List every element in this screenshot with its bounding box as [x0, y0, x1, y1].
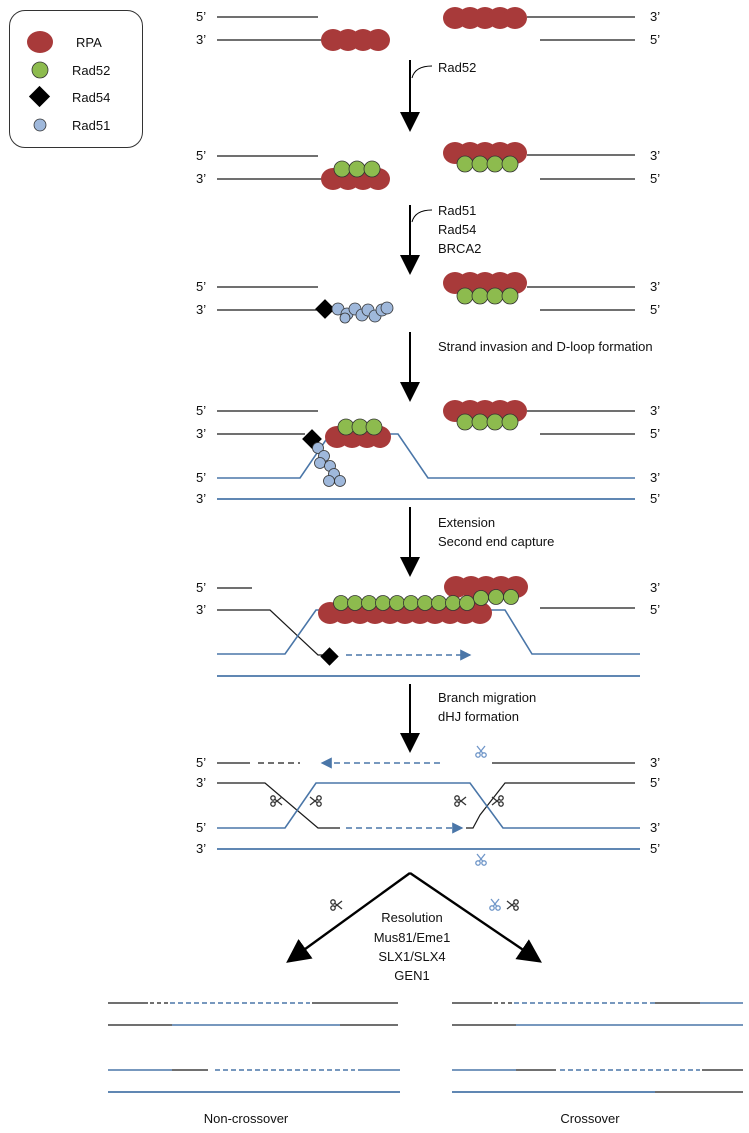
- step-label: Strand invasion and D-loop formation: [438, 339, 653, 354]
- end-label: 3’: [650, 279, 660, 294]
- end-label: 3’: [196, 491, 206, 506]
- stage-1-resected-dsb: [217, 16, 635, 41]
- rad54-icon: [315, 299, 335, 319]
- end-label: 5’: [196, 580, 206, 595]
- step-label: Resolution: [381, 910, 442, 925]
- rad52-cluster: [456, 287, 519, 305]
- step-label: Mus81/Eme1: [374, 930, 451, 945]
- step-label: GEN1: [394, 968, 429, 983]
- end-label: 5’: [650, 302, 660, 317]
- end-label: 5’: [650, 171, 660, 186]
- label-leader: [411, 65, 433, 79]
- step-label: SLX1/SLX4: [378, 949, 445, 964]
- end-label: 5’: [196, 9, 206, 24]
- legend-label-rad54: Rad54: [72, 90, 110, 105]
- end-label: 3’: [196, 171, 206, 186]
- rad51-filament: [312, 442, 346, 487]
- outcome-label-crossover: Crossover: [560, 1111, 620, 1126]
- stage-2-rad52-loading: [217, 154, 635, 180]
- resolution-arrow-right: [409, 872, 542, 963]
- end-label: 3’: [196, 775, 206, 790]
- non-crossover-product: [108, 1002, 400, 1093]
- scissors-icon: [489, 898, 501, 911]
- resolution-arrow-left: [286, 872, 411, 963]
- step-label: dHJ formation: [438, 709, 519, 724]
- legend-label-rad51: Rad51: [72, 118, 110, 133]
- end-label: 3’: [650, 403, 660, 418]
- end-label: 3’: [650, 9, 660, 24]
- end-label: 5’: [650, 491, 660, 506]
- legend-entry-rad52: Rad52: [31, 61, 110, 79]
- end-label: 3’: [650, 580, 660, 595]
- end-label: 5’: [650, 602, 660, 617]
- end-label: 5’: [196, 403, 206, 418]
- rpa-icon: [27, 31, 53, 53]
- end-label: 3’: [650, 820, 660, 835]
- end-label: 5’: [650, 775, 660, 790]
- stage-3-rad51-filament: [217, 286, 635, 311]
- scissors-icon: [309, 795, 322, 807]
- outcome-label-non-crossover: Non-crossover: [204, 1111, 289, 1126]
- rad52-cluster: [337, 413, 519, 436]
- end-label: 3’: [196, 602, 206, 617]
- legend-entry-rad51: Rad51: [33, 118, 110, 133]
- end-label: 5’: [196, 820, 206, 835]
- end-label: 5’: [650, 841, 660, 856]
- end-label: 3’: [196, 841, 206, 856]
- step-label: Rad52: [438, 60, 476, 75]
- end-label: 3’: [196, 32, 206, 47]
- label-leader: [411, 209, 433, 223]
- rpa-cluster: [321, 7, 527, 51]
- scissors-icon: [475, 745, 487, 758]
- step-label: Rad54: [438, 222, 476, 237]
- end-label: 5’: [650, 32, 660, 47]
- step-label: Second end capture: [438, 534, 554, 549]
- step-label: Extension: [438, 515, 495, 530]
- step-label: BRCA2: [438, 241, 481, 256]
- end-label: 5’: [196, 755, 206, 770]
- rad51-icon: [33, 118, 47, 132]
- legend-label-rad52: Rad52: [72, 63, 110, 78]
- end-label: 3’: [650, 755, 660, 770]
- rad51-filament: [331, 301, 394, 324]
- stage-6-double-holliday-junction: [217, 757, 640, 850]
- rad52-cluster: [333, 155, 519, 178]
- end-label: 3’: [196, 426, 206, 441]
- rad52-cluster: [333, 589, 519, 611]
- end-label: 5’: [196, 148, 206, 163]
- scissors-icon: [454, 795, 467, 807]
- end-label: 3’: [650, 470, 660, 485]
- end-label: 5’: [196, 470, 206, 485]
- end-label: 3’: [650, 148, 660, 163]
- rad54-icon: [28, 85, 51, 108]
- step-label: Branch migration: [438, 690, 536, 705]
- legend-entry-rad54: Rad54: [28, 85, 110, 108]
- legend-label-rpa: RPA: [76, 35, 102, 50]
- crossover-product: [452, 1002, 743, 1093]
- end-label: 5’: [650, 426, 660, 441]
- scissors-icon: [330, 899, 343, 911]
- stage-4-d-loop: [217, 410, 635, 500]
- end-label: 3’: [196, 302, 206, 317]
- rad54-icon: [320, 647, 339, 666]
- scissors-icon: [506, 899, 519, 911]
- end-label: 5’: [196, 279, 206, 294]
- scissors-icon: [270, 795, 283, 807]
- scissors-icon: [475, 853, 487, 866]
- legend: [9, 10, 143, 148]
- rad52-icon: [31, 61, 49, 79]
- step-label: Rad51: [438, 203, 476, 218]
- legend-entry-rpa: RPA: [27, 31, 102, 53]
